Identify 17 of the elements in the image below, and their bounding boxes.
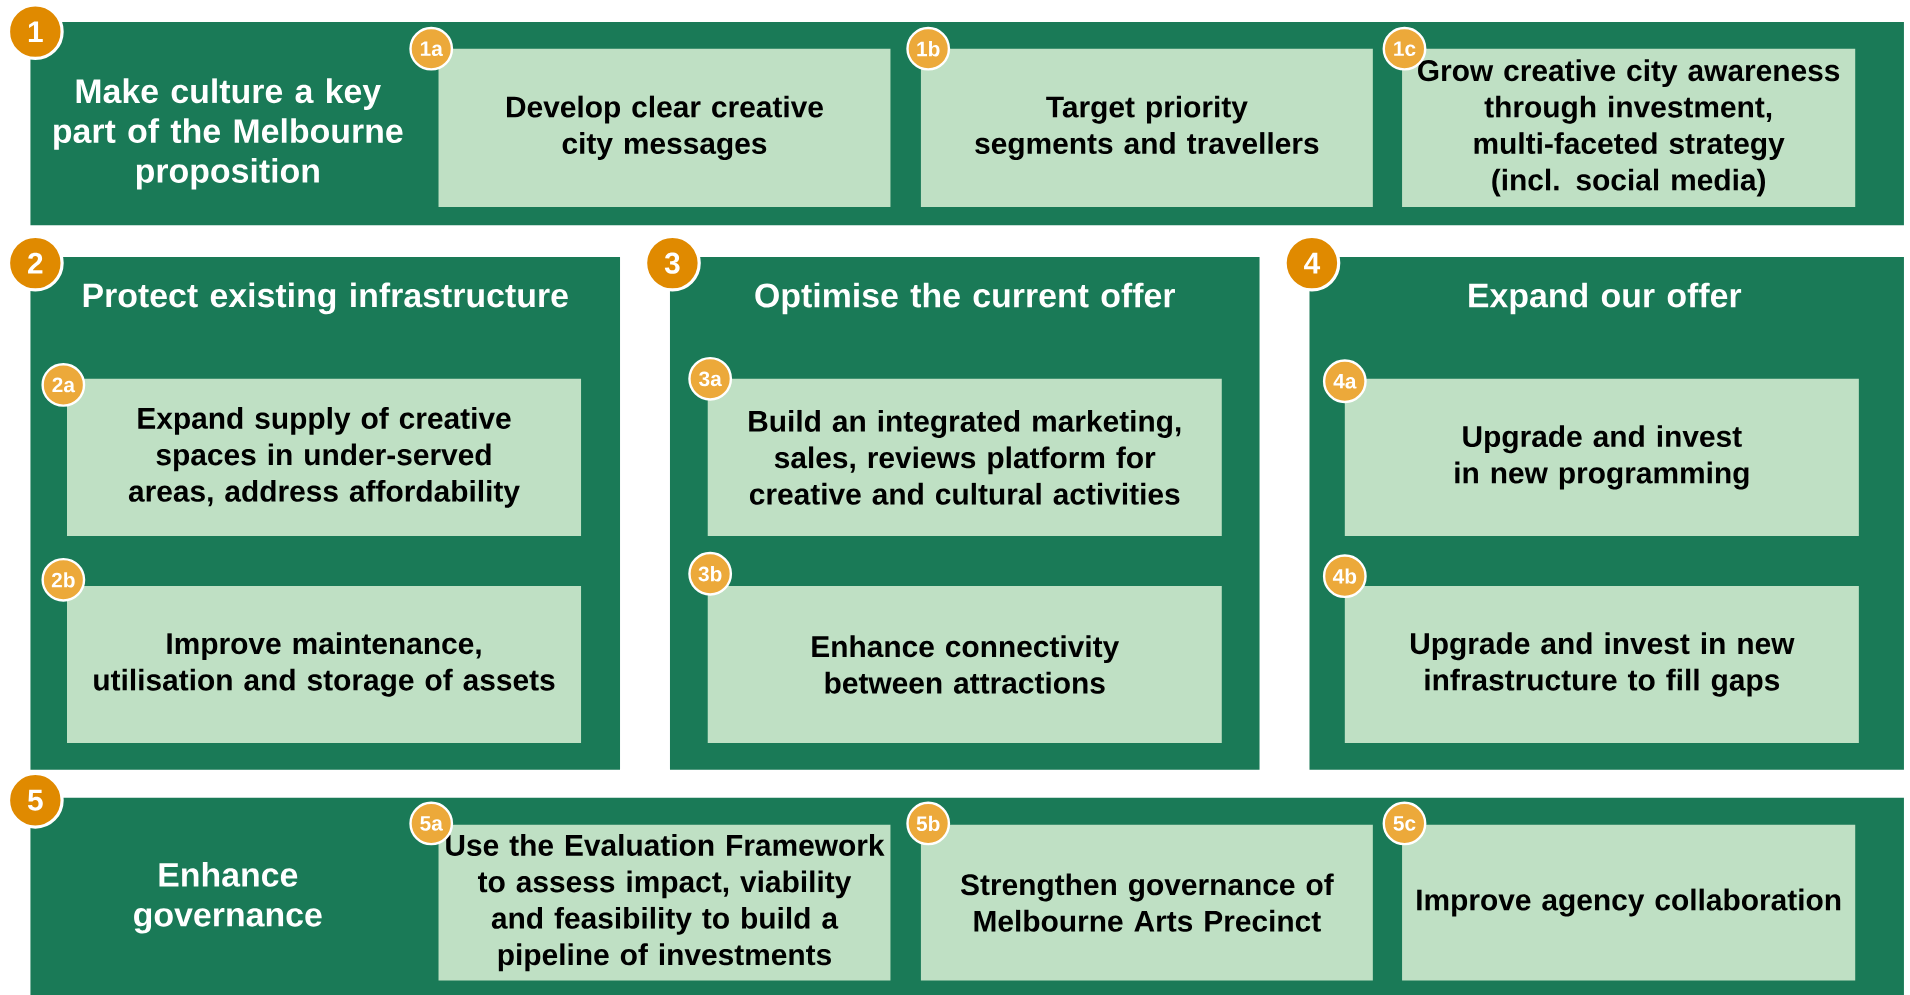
- number-badge: 5b: [906, 801, 951, 846]
- number-badge: 1a: [409, 26, 454, 71]
- number-badge: 4a: [1322, 359, 1367, 404]
- number-badge: 5c: [1382, 801, 1427, 846]
- number-badge: 2: [6, 234, 64, 292]
- number-badge: 1: [6, 3, 64, 60]
- number-badge: 5: [6, 771, 64, 829]
- number-badge: 2a: [41, 362, 86, 407]
- number-badge: 4: [1283, 234, 1341, 292]
- action-box: Enhance connectivity between attractions: [707, 585, 1222, 743]
- number-badge: 4b: [1322, 554, 1367, 598]
- action-box: Upgrade and invest in new infrastructure to fill gaps: [1344, 585, 1859, 743]
- number-badge: 3a: [688, 356, 733, 401]
- number-badge: 1b: [906, 26, 951, 71]
- number-badge: 3: [644, 234, 701, 292]
- number-badge: 2b: [41, 557, 86, 602]
- number-badge: 3b: [688, 551, 733, 596]
